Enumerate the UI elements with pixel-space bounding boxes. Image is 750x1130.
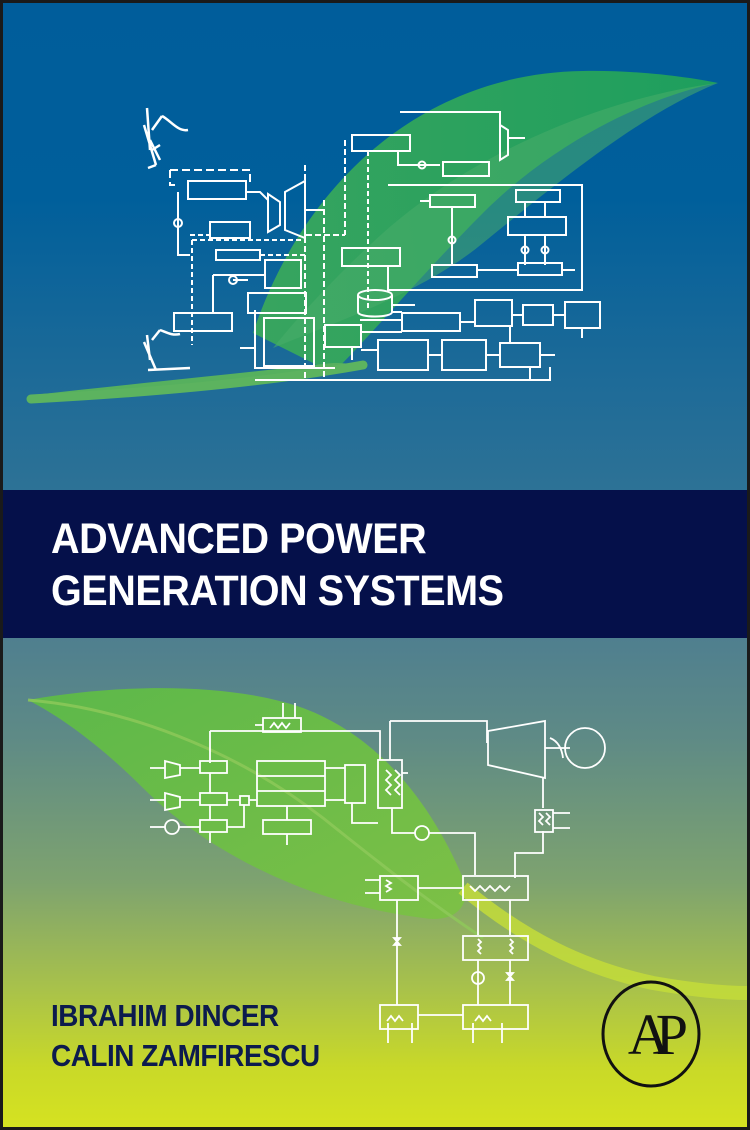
- leaf-icon: [26, 70, 718, 404]
- book-title: ADVANCED POWER GENERATION SYSTEMS: [51, 513, 504, 617]
- bottom-panel: [3, 638, 747, 1127]
- thermal-cycle-schematic-icon: [150, 703, 606, 1043]
- author-1: IBRAHIM DINCER: [51, 998, 279, 1033]
- book-cover: ADVANCED POWER GENERATION SYSTEMS: [3, 3, 747, 1127]
- title-line-2: GENERATION SYSTEMS: [51, 567, 504, 615]
- title-line-1: ADVANCED POWER: [51, 515, 427, 563]
- academic-press-logo-icon: AP: [599, 979, 703, 1089]
- author-list: IBRAHIM DINCER CALIN ZAMFIRESCU: [51, 996, 320, 1076]
- power-plant-schematic-icon: [142, 107, 601, 381]
- title-band: [3, 490, 747, 638]
- author-2: CALIN ZAMFIRESCU: [51, 1038, 320, 1073]
- logo-letters: AP: [627, 1001, 688, 1067]
- top-panel: [3, 3, 747, 490]
